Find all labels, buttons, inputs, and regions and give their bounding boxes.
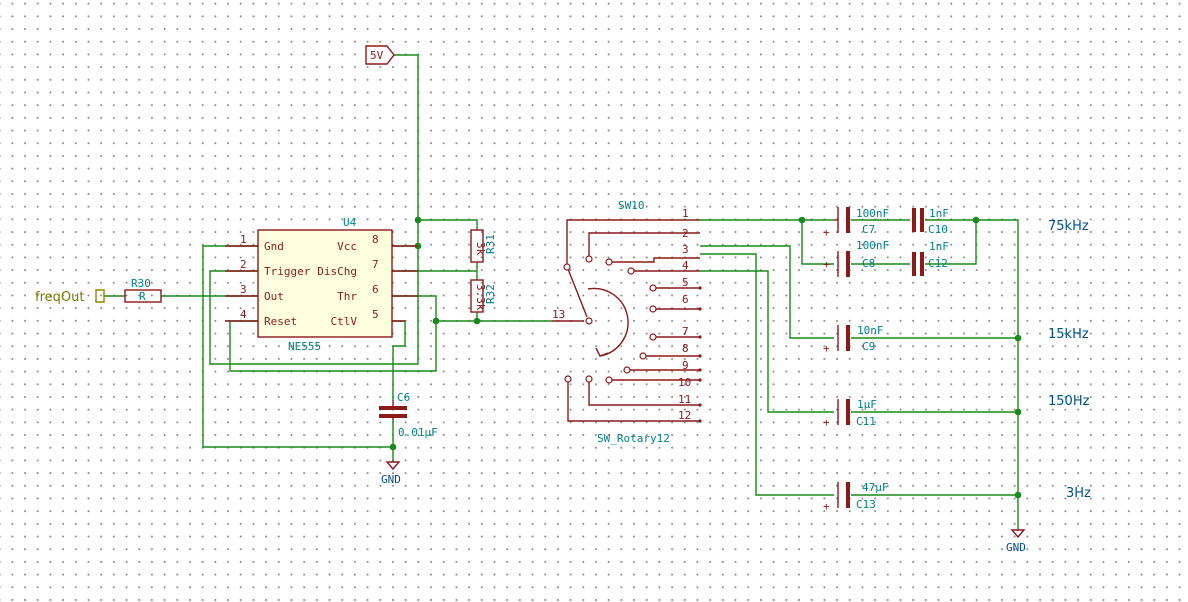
capacitor-c13[interactable]: + 47µF C13 — [823, 481, 889, 513]
frequency-note: 75kHz — [1048, 219, 1089, 234]
pin-number: 5 — [372, 308, 379, 321]
component-reference: R30 — [131, 277, 151, 290]
pin-name: CtlV — [331, 315, 358, 328]
pin-number: 7 — [372, 258, 379, 271]
polarity-plus: + — [823, 226, 830, 239]
component-value: 1nF — [929, 207, 949, 220]
capacitor-c7[interactable]: + 100nF C7 — [823, 207, 889, 239]
pin-number: 8 — [682, 342, 689, 355]
capacitor-c12[interactable]: 1nF C12 — [912, 240, 949, 276]
pin-name: DisChg — [317, 265, 357, 278]
ne555-timer-u4[interactable]: U4 NE555 1 2 3 4 Gnd Trigger Out Reset 8… — [225, 216, 418, 353]
capacitor-c10[interactable]: 1nF C10 — [912, 207, 949, 236]
rotary-switch-sw10[interactable]: SW10 SW_Rotary12 13 — [552, 199, 702, 445]
component-reference: R32 — [484, 284, 497, 304]
polarity-plus: + — [823, 416, 830, 429]
pin-name: Thr — [337, 290, 357, 303]
component-value: 100nF — [856, 239, 889, 252]
polarity-plus: + — [823, 500, 830, 513]
pin-name: Gnd — [264, 240, 284, 253]
pin-number: 1 — [240, 233, 247, 246]
pin-name: Reset — [264, 315, 297, 328]
component-reference: C7 — [862, 223, 875, 236]
component-reference: C11 — [856, 415, 876, 428]
component-value: NE555 — [288, 340, 321, 353]
frequency-note: 15kHz — [1048, 327, 1089, 342]
component-reference: C6 — [397, 391, 410, 404]
pin-number: 6 — [372, 283, 379, 296]
component-value: SW_Rotary12 — [597, 432, 670, 445]
ground-symbol-caps[interactable]: GND — [1006, 529, 1026, 554]
pin-number: 6 — [682, 293, 689, 306]
component-value: 100nF — [856, 207, 889, 220]
component-reference: C9 — [862, 340, 875, 353]
component-value: 3k — [474, 242, 487, 256]
pin-name: Trigger — [264, 265, 311, 278]
component-reference: C8 — [862, 257, 875, 270]
component-value: 1nF — [929, 240, 949, 253]
pin-number: 2 — [682, 227, 689, 240]
ground-symbol-u4[interactable]: GND — [381, 461, 401, 486]
power-5v-label: 5V — [370, 49, 384, 62]
capacitor-c9[interactable]: + 10nF C9 — [823, 324, 884, 355]
pin-number: 4 — [240, 308, 247, 321]
component-reference: C13 — [856, 498, 876, 511]
pin-number: 2 — [240, 258, 247, 271]
pin-number: 4 — [682, 259, 689, 272]
component-value: 47µF — [862, 481, 889, 494]
polarity-plus: + — [823, 258, 830, 271]
polarity-plus: + — [823, 342, 830, 355]
freqout-global-label[interactable]: freqOut — [35, 289, 105, 305]
component-reference: SW10 — [618, 199, 645, 212]
pin-number: 3 — [240, 283, 247, 296]
capacitor-c6[interactable]: C6 0.01µF — [379, 391, 438, 439]
component-value: R — [139, 290, 146, 303]
pin-number: 7 — [682, 325, 689, 338]
pin-number: 8 — [372, 233, 379, 246]
component-reference: R31 — [484, 234, 497, 254]
pin-number: 12 — [678, 409, 691, 422]
pin-name: Out — [264, 290, 284, 303]
component-reference: C10 — [928, 223, 948, 236]
frequency-note: 3Hz — [1066, 486, 1091, 501]
frequency-note: 150Hz — [1048, 394, 1090, 409]
component-reference: C12 — [928, 257, 948, 270]
component-value: 3.3k — [474, 284, 487, 311]
component-value: 10nF — [857, 324, 884, 337]
pin-name: Vcc — [337, 240, 357, 253]
frequency-notes: 75kHz 15kHz 150Hz 3Hz — [1048, 219, 1091, 501]
pin-number: 13 — [552, 308, 565, 321]
component-value: 0.01µF — [398, 426, 438, 439]
resistor-r31[interactable]: 3k R31 — [470, 229, 497, 263]
component-value: 1µF — [857, 398, 877, 411]
pin-number: 11 — [678, 393, 691, 406]
pin-number: 10 — [678, 376, 691, 389]
pin-number: 9 — [682, 359, 689, 372]
resistor-r32[interactable]: 3.3k R32 — [470, 279, 497, 313]
pin-number: 1 — [682, 207, 689, 220]
power-5v[interactable]: 5V — [365, 45, 395, 65]
component-reference: U4 — [343, 216, 357, 229]
pin-number: 3 — [682, 243, 689, 256]
net-label: freqOut — [35, 290, 84, 305]
junctions — [389, 216, 1022, 499]
ground-label: GND — [1006, 541, 1026, 554]
ground-label: GND — [381, 473, 401, 486]
capacitor-c8[interactable]: + 100nF C8 — [823, 239, 889, 277]
capacitor-c11[interactable]: + 1µF C11 — [823, 398, 877, 429]
resistor-r30[interactable]: R30 R — [124, 277, 162, 303]
pin-number: 5 — [682, 276, 689, 289]
